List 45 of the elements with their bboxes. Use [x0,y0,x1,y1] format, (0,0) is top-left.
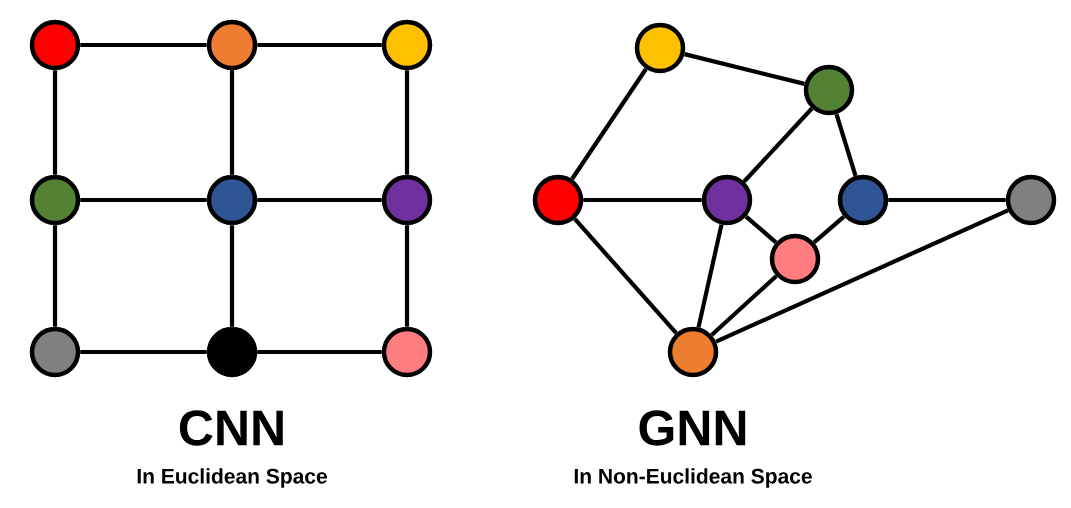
graph-node [381,326,433,378]
graph-node [29,326,81,378]
edge-line [812,214,846,245]
edge-line [573,217,678,335]
edge-line [834,113,858,177]
graph-node [206,19,258,71]
edge-line [257,349,382,355]
subtitle: In Euclidean Space [137,468,327,488]
graph-node [667,326,719,378]
graph-node [1005,174,1057,226]
graph-node [206,326,258,378]
graph-node [837,174,889,226]
edge-line [229,225,235,327]
graph-node [769,233,821,285]
edge-line [80,197,207,203]
edge-line [570,67,648,181]
edge-line [583,197,702,203]
graph-node [634,22,686,74]
edge-line [696,224,724,328]
graph-node [532,174,584,226]
edge-line [229,70,235,175]
edge-line [888,197,1006,203]
graph-node [29,174,81,226]
edge-line [404,225,410,327]
graph-node [381,19,433,71]
edge-line [52,70,58,175]
edge-line [744,214,778,245]
edge-line [715,208,1009,344]
subtitle: In Non-Euclidean Space [574,468,812,488]
graph-node [29,19,81,71]
edge-line [257,197,382,203]
heading: CNN [179,410,283,446]
edge-line [80,349,207,355]
graph-node [803,64,855,116]
graph-node [701,174,753,226]
edge-line [80,42,207,48]
graph-node [206,174,258,226]
edge-line [742,107,814,183]
edge-line [710,274,778,337]
edge-line [404,70,410,175]
edge-line [52,225,58,327]
edge-line [257,42,382,48]
edge-line [684,52,805,86]
heading: GNN [639,410,746,446]
graph-node [381,174,433,226]
